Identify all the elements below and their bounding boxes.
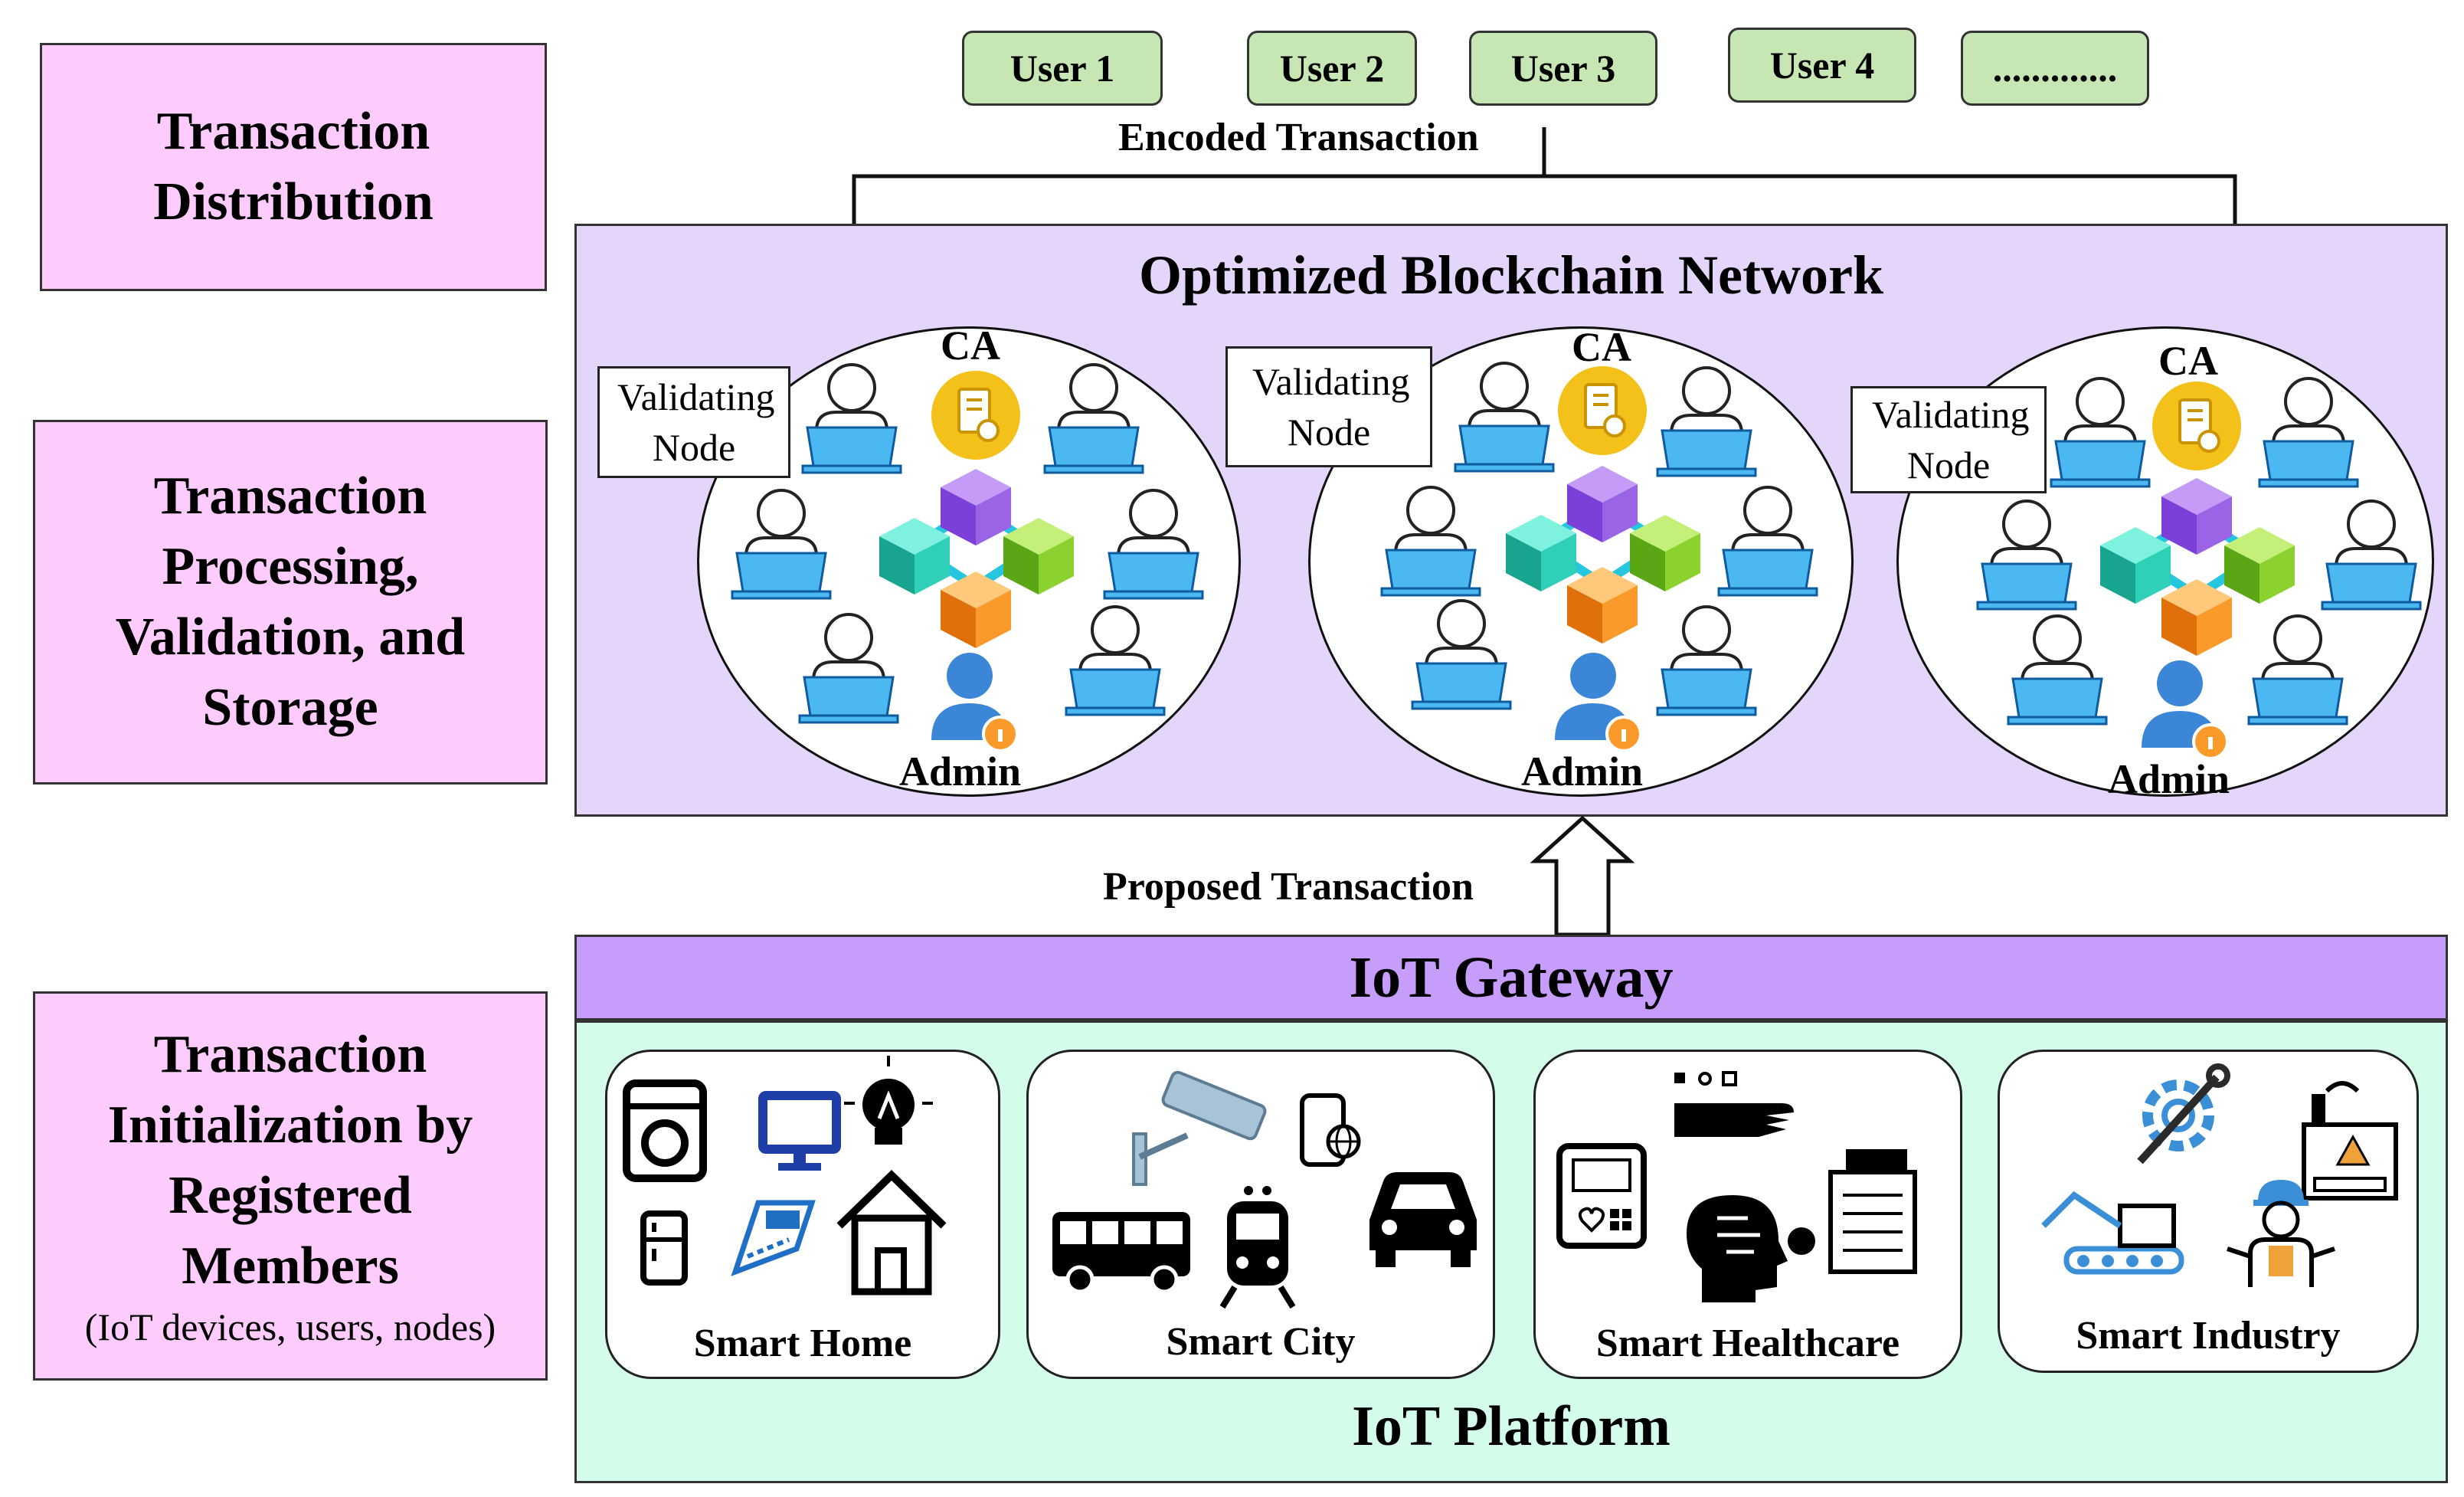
domain-label: Smart City — [1166, 1320, 1356, 1364]
smart-healthcare-icons — [1556, 1071, 1917, 1302]
user-laptop-icon — [2247, 614, 2348, 726]
validating-node-label: Validating Node — [597, 366, 790, 478]
stage-title: Transaction Distribution — [153, 102, 434, 231]
iot-gateway-bar: IoT Gateway — [574, 935, 2448, 1020]
ai-head-icon — [1687, 1195, 1815, 1302]
worker-icon — [2227, 1180, 2335, 1287]
validating-node-label: Validating Node — [1225, 346, 1432, 467]
stage-subtitle: (IoT devices, users, nodes) — [84, 1305, 496, 1348]
excavator-icon — [2041, 1191, 2184, 1275]
user-laptop-icon — [2258, 377, 2359, 488]
factory-icon — [2302, 1081, 2398, 1201]
smart-home-icons — [623, 1056, 947, 1296]
user-laptop-icon — [2321, 500, 2422, 611]
user-laptop-icon — [1656, 366, 1757, 477]
block-cube-icon — [2161, 478, 2232, 555]
user-laptop-icon — [2050, 377, 2151, 488]
validating-node-text: Validating Node — [1872, 393, 2030, 486]
user-box: User 2 — [1247, 31, 1417, 106]
ca-label: CA — [2158, 338, 2218, 384]
car-icon — [1369, 1172, 1477, 1267]
user-label: User 2 — [1279, 47, 1385, 90]
ca-label: CA — [1572, 324, 1631, 370]
bus-icon — [1052, 1212, 1190, 1294]
light-bulb-icon — [844, 1056, 933, 1145]
phone-icon — [731, 1200, 816, 1276]
stage-title: Transaction Processing, Validation, and … — [115, 467, 466, 737]
user-laptop-icon — [1411, 599, 1512, 710]
validating-node-text: Validating Node — [1252, 360, 1410, 454]
admin-label: Admin — [2108, 756, 2230, 802]
stage-distribution: Transaction Distribution — [40, 43, 547, 291]
domain-label: Smart Industry — [2076, 1314, 2341, 1358]
platform-label: IoT Platform — [1352, 1395, 1670, 1458]
validating-node-text: Validating Node — [617, 375, 775, 469]
admin-label: Admin — [1521, 748, 1644, 794]
block-cube-icon — [941, 572, 1011, 648]
washing-machine-icon — [623, 1079, 707, 1182]
admin-icon — [2140, 659, 2229, 760]
user-laptop-icon — [1380, 486, 1481, 597]
ca-label: CA — [941, 323, 1000, 369]
stage-title: Transaction Initialization by Registered… — [107, 1025, 473, 1296]
user-box: ............. — [1961, 31, 2149, 106]
user-laptop-icon — [798, 613, 899, 724]
smartphone-icon — [1300, 1093, 1361, 1167]
user-laptop-icon — [1976, 500, 2077, 611]
house-icon — [836, 1170, 947, 1296]
user-box: User 1 — [962, 31, 1163, 106]
admin-icon — [930, 651, 1019, 752]
user-box: User 3 — [1469, 31, 1657, 106]
cctv-camera-icon — [1132, 1070, 1267, 1186]
train-icon — [1219, 1186, 1296, 1309]
ca-certificate-icon — [2151, 380, 2243, 472]
user-label: ............. — [1992, 47, 2118, 90]
block-cube-icon — [1567, 567, 1638, 644]
user-label: User 4 — [1769, 44, 1875, 87]
stage-processing: Transaction Processing, Validation, and … — [33, 420, 548, 785]
user-box: User 4 — [1728, 28, 1916, 103]
gateway-label: IoT Gateway — [1349, 945, 1674, 1010]
smart-city-icons — [1052, 1070, 1477, 1309]
stage-initialization: Transaction Initialization by Registered… — [33, 991, 548, 1381]
gear-wrench-icon — [2137, 1063, 2230, 1165]
user-laptop-icon — [731, 489, 832, 600]
user-label: User 3 — [1510, 47, 1616, 90]
ca-certificate-icon — [1556, 365, 1648, 457]
smart-industry-icons — [2041, 1063, 2398, 1287]
monitor-icon — [758, 1091, 841, 1171]
user-label: User 1 — [1009, 47, 1115, 90]
user-laptop-icon — [1454, 362, 1555, 473]
block-cube-icon — [2161, 579, 2232, 656]
user-laptop-icon — [2007, 614, 2108, 726]
user-laptop-icon — [1103, 489, 1204, 600]
domain-label: Smart Healthcare — [1595, 1322, 1900, 1365]
user-laptop-icon — [1043, 363, 1144, 474]
admin-label: Admin — [899, 748, 1022, 794]
user-laptop-icon — [801, 363, 902, 474]
distribution-bracket — [852, 127, 2237, 224]
refrigerator-icon — [640, 1210, 688, 1286]
block-cube-icon — [1567, 466, 1638, 542]
tablet-health-icon — [1556, 1143, 1647, 1249]
domain-label: Smart Home — [693, 1322, 912, 1365]
proposed-transaction-label: Proposed Transaction — [1103, 865, 1474, 909]
hospital-building-icon — [1828, 1149, 1917, 1274]
network-title: Optimized Blockchain Network — [1139, 244, 1883, 306]
user-laptop-icon — [1717, 486, 1818, 597]
user-laptop-icon — [1656, 605, 1757, 716]
robot-hand-icon — [1674, 1071, 1794, 1137]
block-cube-icon — [941, 469, 1011, 545]
user-laptop-icon — [1065, 605, 1166, 716]
encoded-transaction-label: Encoded Transaction — [1118, 116, 1479, 159]
up-arrow-icon — [1530, 815, 1635, 937]
validating-node-label: Validating Node — [1850, 386, 2047, 493]
admin-icon — [1553, 651, 1642, 752]
ca-certificate-icon — [930, 369, 1022, 461]
